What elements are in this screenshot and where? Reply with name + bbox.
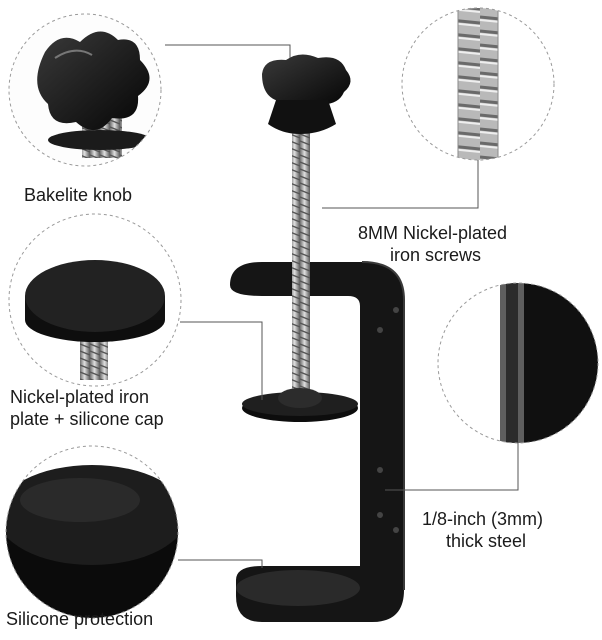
bakelite-knob-closeup-icon	[8, 13, 162, 167]
screw-label-line2: iron screws	[390, 245, 482, 265]
screw-label: 8MM Nickel-plated iron screws	[358, 222, 507, 266]
plate-label: Nickel-plated iron plate + silicone cap	[10, 386, 164, 430]
plate-label-line2: plate + silicone cap	[10, 409, 164, 429]
threaded-screw-closeup-icon	[401, 7, 555, 161]
knob-label: Bakelite knob	[24, 184, 132, 206]
knob-label-text: Bakelite knob	[24, 185, 133, 205]
plate-label-line1: Nickel-plated iron	[10, 387, 150, 407]
screw-label-line1: 8MM Nickel-plated	[358, 223, 508, 243]
steel-label: 1/8-inch (3mm) thick steel	[422, 508, 543, 552]
steel-label-line2: thick steel	[446, 531, 527, 551]
steel-label-line1: 1/8-inch (3mm)	[422, 509, 544, 529]
iron-plate-closeup-icon	[8, 213, 182, 387]
callout-lines	[165, 44, 519, 568]
silicone-label-text: Silicone protection	[6, 609, 154, 629]
silicone-label: Silicone protection	[6, 608, 153, 630]
desk-clamp-product	[230, 54, 405, 622]
steel-edge-closeup-icon	[437, 282, 599, 444]
